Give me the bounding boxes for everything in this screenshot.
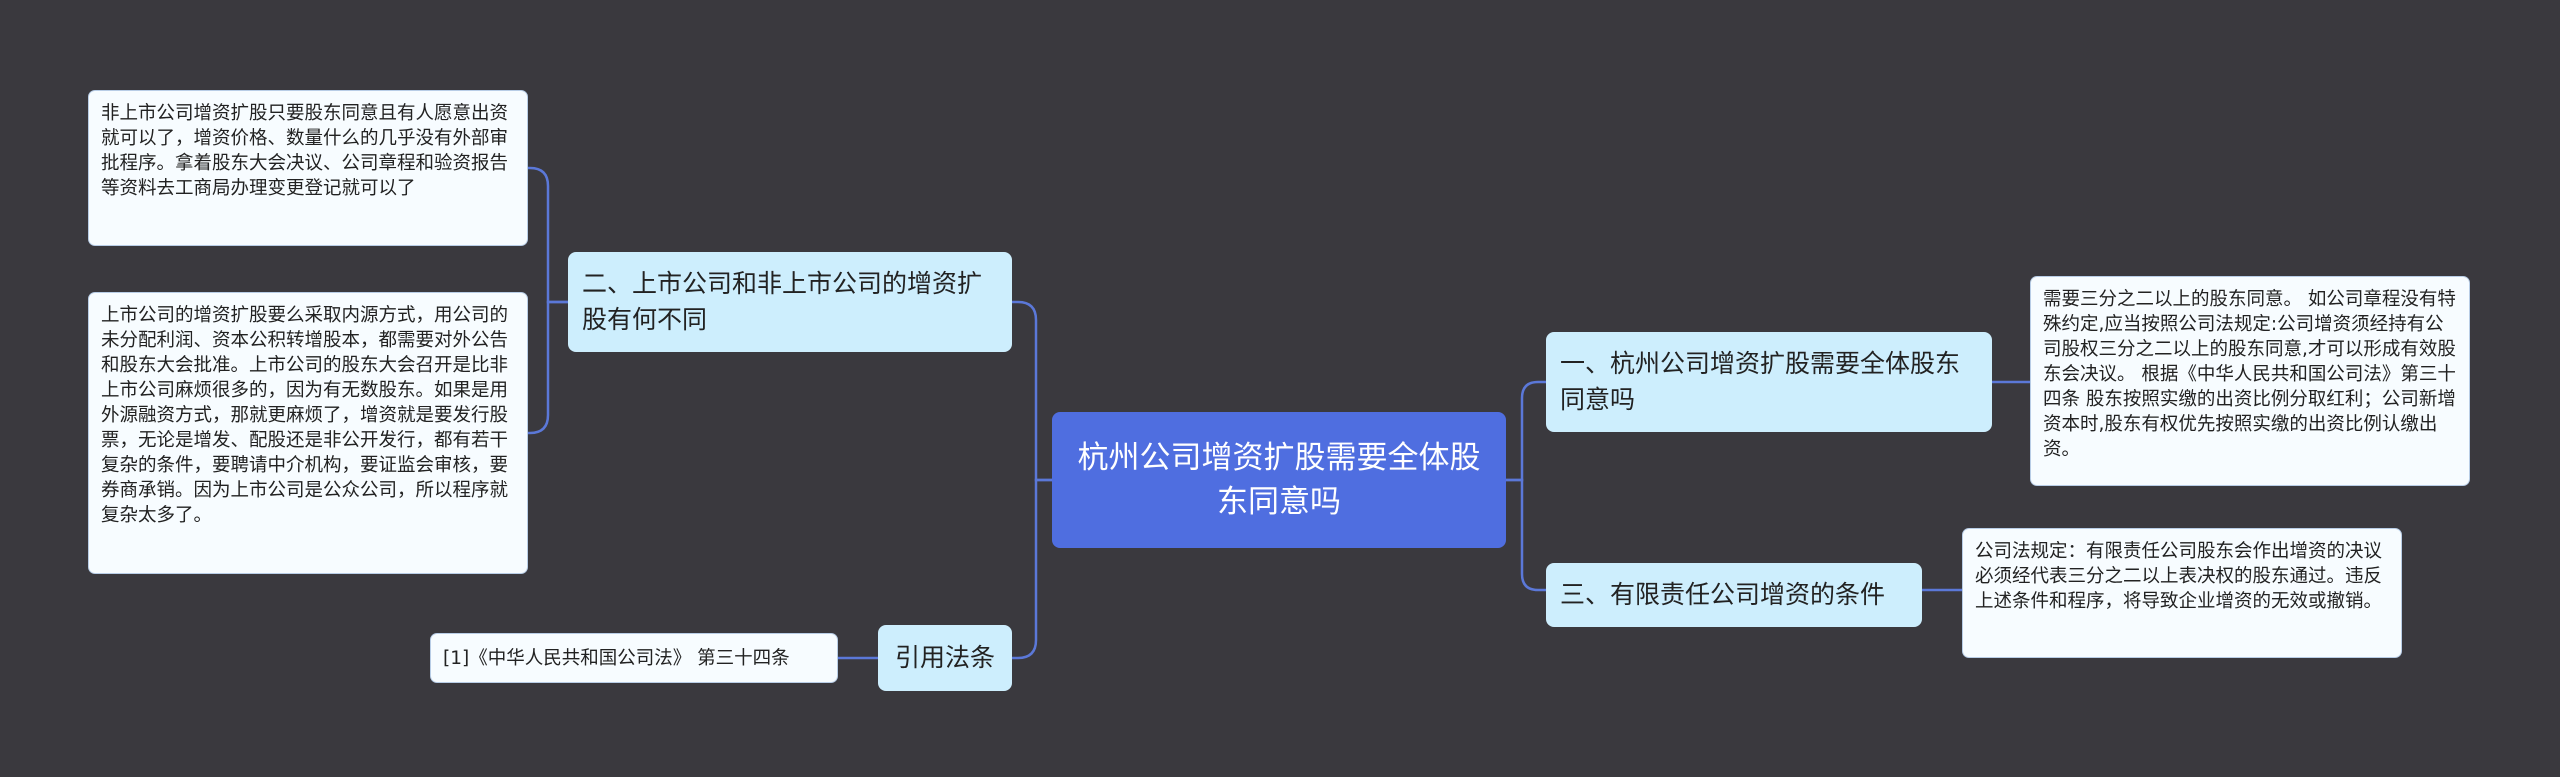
branch-need-all-consent[interactable]: 一、杭州公司增资扩股需要全体股东同意吗 <box>1546 332 1992 432</box>
central-topic[interactable]: 杭州公司增资扩股需要全体股东同意吗 <box>1052 412 1506 548</box>
connector-b1-leaf1 <box>528 166 568 304</box>
leaf-law-reference[interactable]: [1]《中华人民共和国公司法》 第三十四条 <box>430 633 838 683</box>
leaf-text: [1]《中华人民共和国公司法》 第三十四条 <box>443 647 790 669</box>
leaf-listed-company[interactable]: 上市公司的增资扩股要么采取内源方式，用公司的未分配利润、资本公积转增股本，都需要… <box>88 292 528 574</box>
leaf-unlisted-company[interactable]: 非上市公司增资扩股只要股东同意且有人愿意出资就可以了，增资价格、数量什么的几乎没… <box>88 90 528 246</box>
connector-b1-leaf2 <box>528 300 568 435</box>
branch-label: 三、有限责任公司增资的条件 <box>1560 580 1886 609</box>
branch-label: 一、杭州公司增资扩股需要全体股东同意吗 <box>1560 349 1961 414</box>
leaf-llc-conditions[interactable]: 公司法规定：有限责任公司股东会作出增资的决议必须经代表三分之二以上表决权的股东通… <box>1962 528 2402 658</box>
branch-cited-law[interactable]: 引用法条 <box>878 625 1012 691</box>
leaf-text: 上市公司的增资扩股要么采取内源方式，用公司的未分配利润、资本公积转增股本，都需要… <box>101 305 509 526</box>
central-topic-text: 杭州公司增资扩股需要全体股东同意吗 <box>1077 440 1481 520</box>
connector-central-b2 <box>1012 478 1052 660</box>
branch-label: 二、上市公司和非上市公司的增资扩股有何不同 <box>582 269 983 334</box>
branch-listed-vs-unlisted[interactable]: 二、上市公司和非上市公司的增资扩股有何不同 <box>568 252 1012 352</box>
leaf-text: 非上市公司增资扩股只要股东同意且有人愿意出资就可以了，增资价格、数量什么的几乎没… <box>101 103 509 199</box>
connector-central-b4 <box>1506 478 1546 592</box>
leaf-text: 公司法规定：有限责任公司股东会作出增资的决议必须经代表三分之二以上表决权的股东通… <box>1975 541 2383 612</box>
connector-central-b3 <box>1506 380 1546 482</box>
branch-label: 引用法条 <box>894 643 995 672</box>
leaf-text: 需要三分之二以上的股东同意。 如公司章程没有特殊约定,应当按照公司法规定:公司增… <box>2043 289 2456 460</box>
leaf-two-thirds-consent[interactable]: 需要三分之二以上的股东同意。 如公司章程没有特殊约定,应当按照公司法规定:公司增… <box>2030 276 2470 486</box>
connector-central-b1 <box>1012 300 1052 482</box>
branch-llc-conditions[interactable]: 三、有限责任公司增资的条件 <box>1546 563 1922 627</box>
